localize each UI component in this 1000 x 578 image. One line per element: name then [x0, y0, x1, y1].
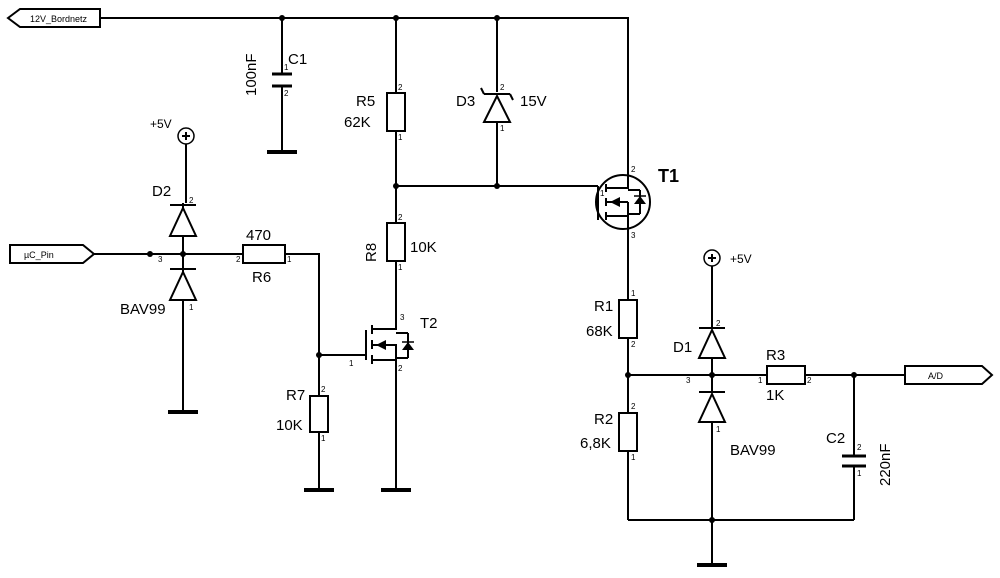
junction-ground — [709, 517, 715, 523]
supply-port-label: 12V_Bordnetz — [30, 14, 88, 24]
d3-value: 15V — [520, 93, 547, 110]
svg-text:1: 1 — [349, 359, 354, 368]
c1-value: 100nF — [243, 53, 260, 96]
resistor-r6: 2 1 470 R6 — [236, 227, 292, 286]
supply-port: 12V_Bordnetz — [6, 8, 101, 28]
svg-text:3: 3 — [686, 376, 691, 385]
t2-ref: T2 — [420, 315, 438, 332]
resistor-r7: 2 1 R7 10K — [276, 355, 334, 492]
r5-ref: R5 — [356, 93, 375, 110]
svg-text:1: 1 — [500, 124, 505, 133]
c2-ref: C2 — [826, 430, 845, 447]
svg-text:2: 2 — [398, 83, 403, 92]
svg-text:2: 2 — [236, 255, 241, 264]
c1-ref: C1 — [288, 51, 307, 68]
svg-text:2: 2 — [398, 364, 403, 373]
resistor-r8: 2 1 R8 10K — [363, 186, 437, 315]
wire-uc-pin — [94, 253, 320, 355]
svg-text:1: 1 — [398, 263, 403, 272]
diode-pair-d1: +5V 2 3 1 D1 BAV99 — [673, 249, 776, 565]
svg-text:2: 2 — [398, 213, 403, 222]
ad-port-label: A/D — [928, 371, 944, 381]
capacitor-c1: 1 2 C1 100nF — [243, 18, 307, 154]
d2-ref: D2 — [152, 183, 171, 200]
uc-pin-port: µC_Pin — [9, 244, 96, 264]
resistor-r2: 2 1 R2 6,8K — [580, 375, 638, 520]
r5-value: 62K — [344, 114, 371, 131]
mosfet-t2: 3 1 2 T2 — [319, 313, 438, 492]
junction-uc-pin — [147, 251, 153, 257]
capacitor-c2: 2 1 C2 220nF — [826, 375, 894, 520]
resistor-r5: 2 1 R5 62K — [344, 18, 406, 186]
d1-part: BAV99 — [730, 442, 776, 459]
wire-supply-rail — [100, 17, 629, 168]
r7-ref: R7 — [286, 387, 305, 404]
d3-ref: D3 — [456, 93, 475, 110]
r1-ref: R1 — [594, 298, 613, 315]
svg-text:2: 2 — [189, 196, 194, 205]
r2-ref: R2 — [594, 411, 613, 428]
ad-port: A/D — [904, 365, 994, 385]
svg-text:2: 2 — [857, 443, 862, 452]
svg-text:2: 2 — [321, 385, 326, 394]
zener-diode-d3: 2 1 D3 15V — [456, 18, 547, 186]
svg-text:2: 2 — [284, 89, 289, 98]
r8-ref: R8 — [363, 243, 380, 262]
svg-text:2: 2 — [631, 165, 636, 174]
plus5v-left-label: +5V — [150, 117, 172, 131]
svg-text:3: 3 — [400, 313, 405, 322]
t1-ref: T1 — [658, 166, 679, 186]
svg-text:2: 2 — [807, 376, 812, 385]
r3-value: 1K — [766, 387, 784, 404]
svg-text:1: 1 — [758, 376, 763, 385]
mosfet-t1: 2 1 3 T1 — [595, 165, 679, 240]
svg-text:1: 1 — [631, 453, 636, 462]
svg-text:1: 1 — [189, 303, 194, 312]
plus5v-right-label: +5V — [730, 252, 752, 266]
svg-text:2: 2 — [500, 83, 505, 92]
svg-text:1: 1 — [716, 425, 721, 434]
svg-text:1: 1 — [600, 189, 605, 198]
d1-ref: D1 — [673, 339, 692, 356]
resistor-r1: 1 2 R1 68K — [586, 236, 638, 375]
r1-value: 68K — [586, 323, 613, 340]
c2-value: 220nF — [877, 443, 894, 486]
svg-text:2: 2 — [631, 340, 636, 349]
r6-ref: R6 — [252, 269, 271, 286]
svg-text:2: 2 — [631, 402, 636, 411]
r2-value: 6,8K — [580, 435, 611, 452]
svg-text:1: 1 — [857, 469, 862, 478]
svg-text:3: 3 — [158, 255, 163, 264]
resistor-r3: 1 2 R3 1K — [758, 347, 812, 404]
r3-ref: R3 — [766, 347, 785, 364]
diode-pair-d2: +5V 2 3 1 D2 BAV99 — [120, 117, 198, 414]
svg-text:1: 1 — [284, 63, 289, 72]
svg-text:1: 1 — [287, 255, 292, 264]
r6-value: 470 — [246, 227, 271, 244]
svg-text:2: 2 — [716, 319, 721, 328]
svg-text:1: 1 — [398, 133, 403, 142]
svg-text:1: 1 — [631, 289, 636, 298]
svg-text:3: 3 — [631, 231, 636, 240]
uc-pin-label: µC_Pin — [24, 250, 54, 260]
svg-text:1: 1 — [321, 434, 326, 443]
d2-part: BAV99 — [120, 301, 166, 318]
r7-value: 10K — [276, 417, 303, 434]
r8-value: 10K — [410, 239, 437, 256]
